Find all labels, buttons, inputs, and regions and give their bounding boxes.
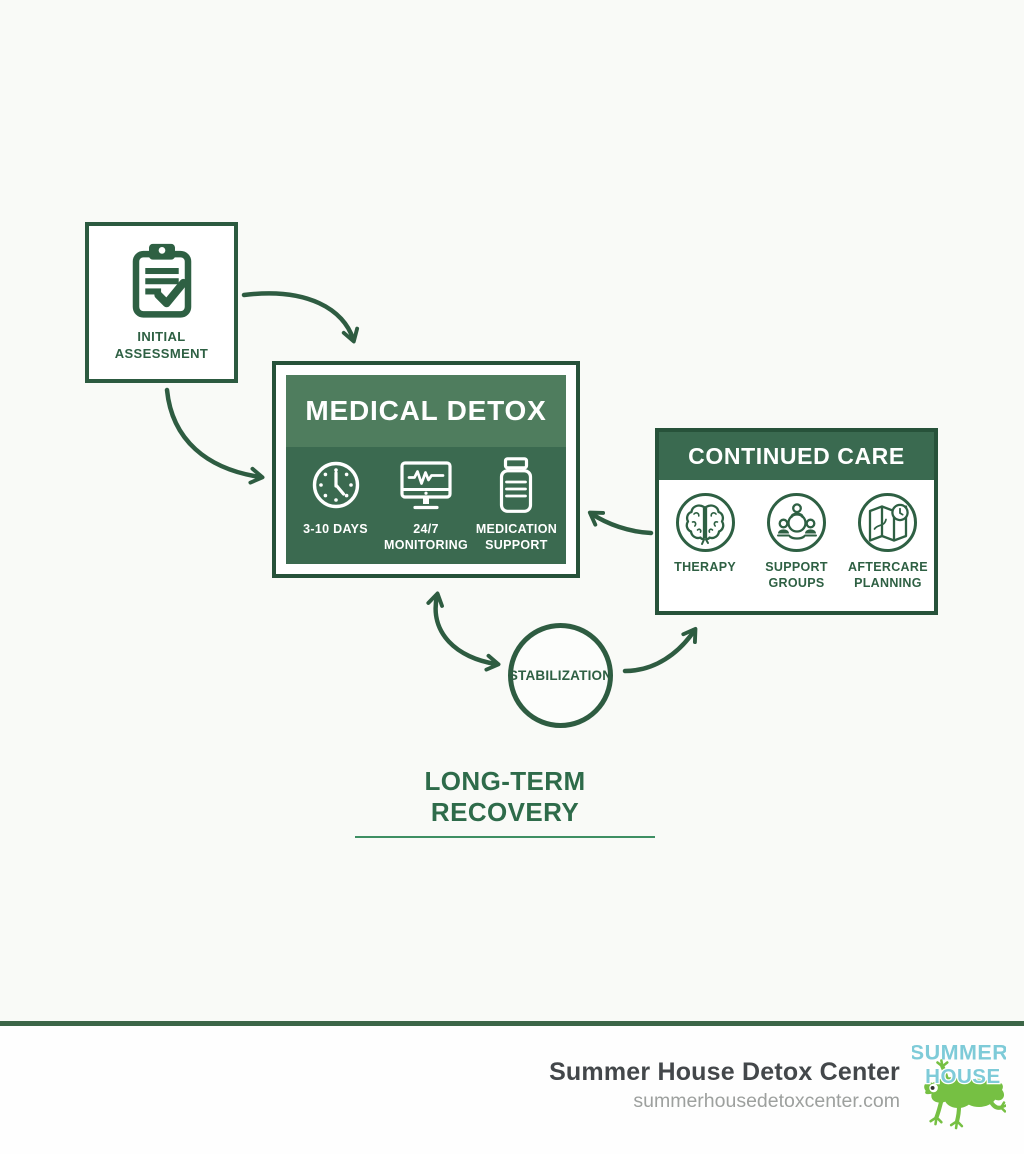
long-term-recovery: LONG-TERM RECOVERY [355,766,655,838]
feature-therapy-label: THERAPY [674,560,736,574]
feature-duration-label: 3-10 DAYS [303,522,368,536]
arrow-assessment-to-detox-left [164,387,265,485]
map-pin-icon [858,493,918,552]
medical-detox-title: MEDICAL DETOX [305,395,547,426]
medical-detox-body: 3-10 DAYS 24/7 MONITORING [286,447,566,564]
feature-aftercare: AFTERCARE PLANNING [843,493,934,611]
brain-icon [675,493,735,552]
feature-medication-label: MEDICATION SUPPORT [475,522,558,553]
feature-medication: MEDICATION SUPPORT [472,455,562,554]
continued-care-title: CONTINUED CARE [688,442,905,469]
feature-support-groups: SUPPORT GROUPS [751,493,842,611]
summer-house-gecko-logo: SUMMER HOUSE [912,1040,1006,1130]
stabilization-label: STABILIZATION [508,668,613,683]
medical-detox-node: MEDICAL DETOX [272,361,580,578]
logo-text-house: HOUSE [925,1065,1000,1088]
feature-monitoring-label: 24/7 MONITORING [383,522,469,553]
footer-divider [0,1021,1024,1026]
medicine-bottle-icon [496,455,536,515]
organization-name: Summer House Detox Center [549,1057,900,1086]
initial-assessment-node: INITIAL ASSESSMENT [85,222,238,383]
feature-support-groups-label: SUPPORT GROUPS [765,560,828,591]
feature-aftercare-label: AFTERCARE PLANNING [848,560,928,591]
arrow-stabilization-to-care [622,626,698,674]
continued-care-body: THERAPY [659,480,934,611]
footer-content: Summer House Detox Center summerhousedet… [549,1040,1006,1130]
long-term-recovery-label: LONG-TERM RECOVERY [355,766,655,838]
continued-care-node: CONTINUED CARE [655,428,938,615]
arrow-care-to-detox [587,510,654,536]
organization-website: summerhousedetoxcenter.com [633,1089,900,1112]
continued-care-header: CONTINUED CARE [659,432,934,480]
gecko-body [924,1077,1005,1109]
logo-text-summer: SUMMER [912,1041,1006,1065]
footer [0,1026,1024,1154]
support-group-icon [767,493,826,552]
monitor-heartbeat-icon [398,455,454,515]
stabilization-node: STABILIZATION [508,623,613,728]
initial-assessment-label: INITIAL ASSESSMENT [114,329,209,361]
clock-icon [310,455,362,515]
feature-therapy: THERAPY [660,493,751,611]
feature-monitoring: 24/7 MONITORING [381,455,471,554]
clipboard-check-icon [129,242,195,320]
arrow-assessment-to-detox-top [241,291,360,344]
arrow-detox-stabilization-bidirectional [426,591,501,672]
feature-duration: 3-10 DAYS [291,455,381,554]
medical-detox-header: MEDICAL DETOX [286,375,566,447]
